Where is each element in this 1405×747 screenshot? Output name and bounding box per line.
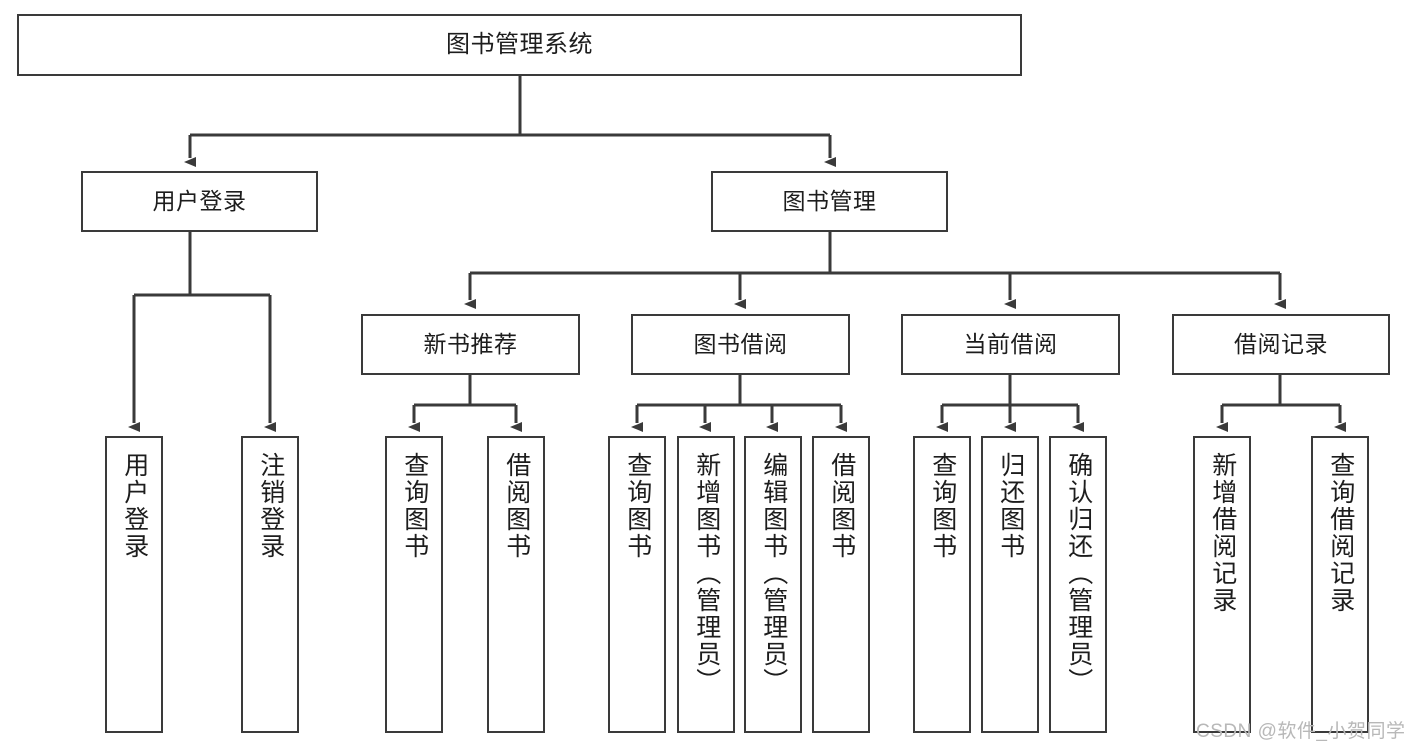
node-book-borrow[interactable]: 图书借阅 <box>631 314 850 375</box>
node-user-login[interactable]: 用户登录 <box>81 171 318 232</box>
node-label: 借阅图书 <box>827 452 856 560</box>
node-label: 借阅图书 <box>502 452 531 560</box>
node-book-management[interactable]: 图书管理 <box>711 171 948 232</box>
node-leaf-query-borrow-record[interactable]: 查询借阅记录 <box>1311 436 1369 733</box>
node-label: 用户登录 <box>152 188 247 215</box>
node-root-book-management-system[interactable]: 图书管理系统 <box>17 14 1022 76</box>
node-label: 查询图书 <box>928 452 957 560</box>
node-leaf-edit-book-admin[interactable]: 编辑图书（管理员） <box>744 436 802 733</box>
node-label: 编辑图书（管理员） <box>759 452 788 695</box>
node-leaf-add-borrow-record[interactable]: 新增借阅记录 <box>1193 436 1251 733</box>
node-current-borrow[interactable]: 当前借阅 <box>901 314 1120 375</box>
node-leaf-logout[interactable]: 注销登录 <box>241 436 299 733</box>
node-label: 借阅记录 <box>1234 331 1328 358</box>
node-label: 确认归还（管理员） <box>1064 452 1093 695</box>
node-label: 图书借阅 <box>693 331 788 358</box>
node-new-book-recommend[interactable]: 新书推荐 <box>361 314 580 375</box>
node-label: 新增图书（管理员） <box>692 452 721 695</box>
node-label: 查询图书 <box>623 452 652 560</box>
csdn-watermark: CSDN @软件_小贺同学 <box>1196 721 1405 742</box>
node-leaf-borrow-book[interactable]: 借阅图书 <box>812 436 870 733</box>
node-label: 图书管理 <box>782 188 877 215</box>
node-leaf-confirm-return-admin[interactable]: 确认归还（管理员） <box>1049 436 1107 733</box>
node-label: 新增借阅记录 <box>1208 452 1237 614</box>
node-leaf-query-book-current[interactable]: 查询图书 <box>913 436 971 733</box>
node-leaf-query-book-recommend[interactable]: 查询图书 <box>385 436 443 733</box>
node-label: 查询借阅记录 <box>1326 452 1355 614</box>
node-label: 图书管理系统 <box>446 31 593 59</box>
node-label: 当前借阅 <box>963 331 1058 358</box>
node-label: 用户登录 <box>120 452 149 560</box>
node-leaf-query-book-borrow[interactable]: 查询图书 <box>608 436 666 733</box>
node-borrow-record[interactable]: 借阅记录 <box>1172 314 1390 375</box>
node-label: 新书推荐 <box>423 331 518 358</box>
node-label: 归还图书 <box>996 452 1025 560</box>
node-leaf-borrow-book-recommend[interactable]: 借阅图书 <box>487 436 545 733</box>
node-leaf-user-login[interactable]: 用户登录 <box>105 436 163 733</box>
node-label: 注销登录 <box>256 452 285 560</box>
node-label: 查询图书 <box>400 452 429 560</box>
node-leaf-return-book[interactable]: 归还图书 <box>981 436 1039 733</box>
node-leaf-add-book-admin[interactable]: 新增图书（管理员） <box>677 436 735 733</box>
